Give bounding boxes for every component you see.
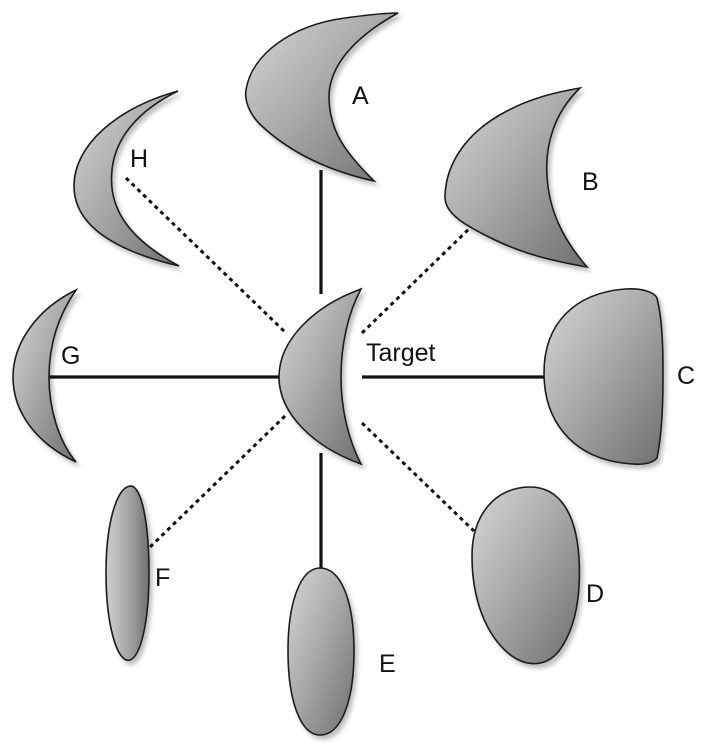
- connector-lines: [49, 170, 545, 568]
- shape-f: [105, 485, 150, 661]
- shape-d: [471, 486, 581, 665]
- shape-e: [287, 567, 355, 736]
- shape-a: [244, 12, 399, 183]
- labels: A B C D E F G H Target: [61, 82, 695, 678]
- shape-c: [543, 288, 664, 465]
- label-h: H: [130, 145, 148, 173]
- label-g: G: [61, 342, 80, 370]
- shapes: [12, 12, 664, 736]
- connector-h: [124, 176, 288, 335]
- connector-d: [360, 421, 476, 533]
- shape-b: [444, 86, 590, 269]
- label-a: A: [352, 82, 369, 110]
- label-e: E: [379, 650, 396, 678]
- label-b: B: [582, 168, 599, 196]
- shape-g: [12, 287, 79, 463]
- label-c: C: [677, 362, 695, 390]
- shape-target: [278, 287, 363, 466]
- connector-f: [145, 414, 287, 552]
- shape-h: [73, 90, 180, 267]
- label-d: D: [586, 580, 604, 608]
- connector-b: [360, 222, 476, 335]
- target-label: Target: [366, 339, 436, 367]
- label-f: F: [155, 564, 170, 592]
